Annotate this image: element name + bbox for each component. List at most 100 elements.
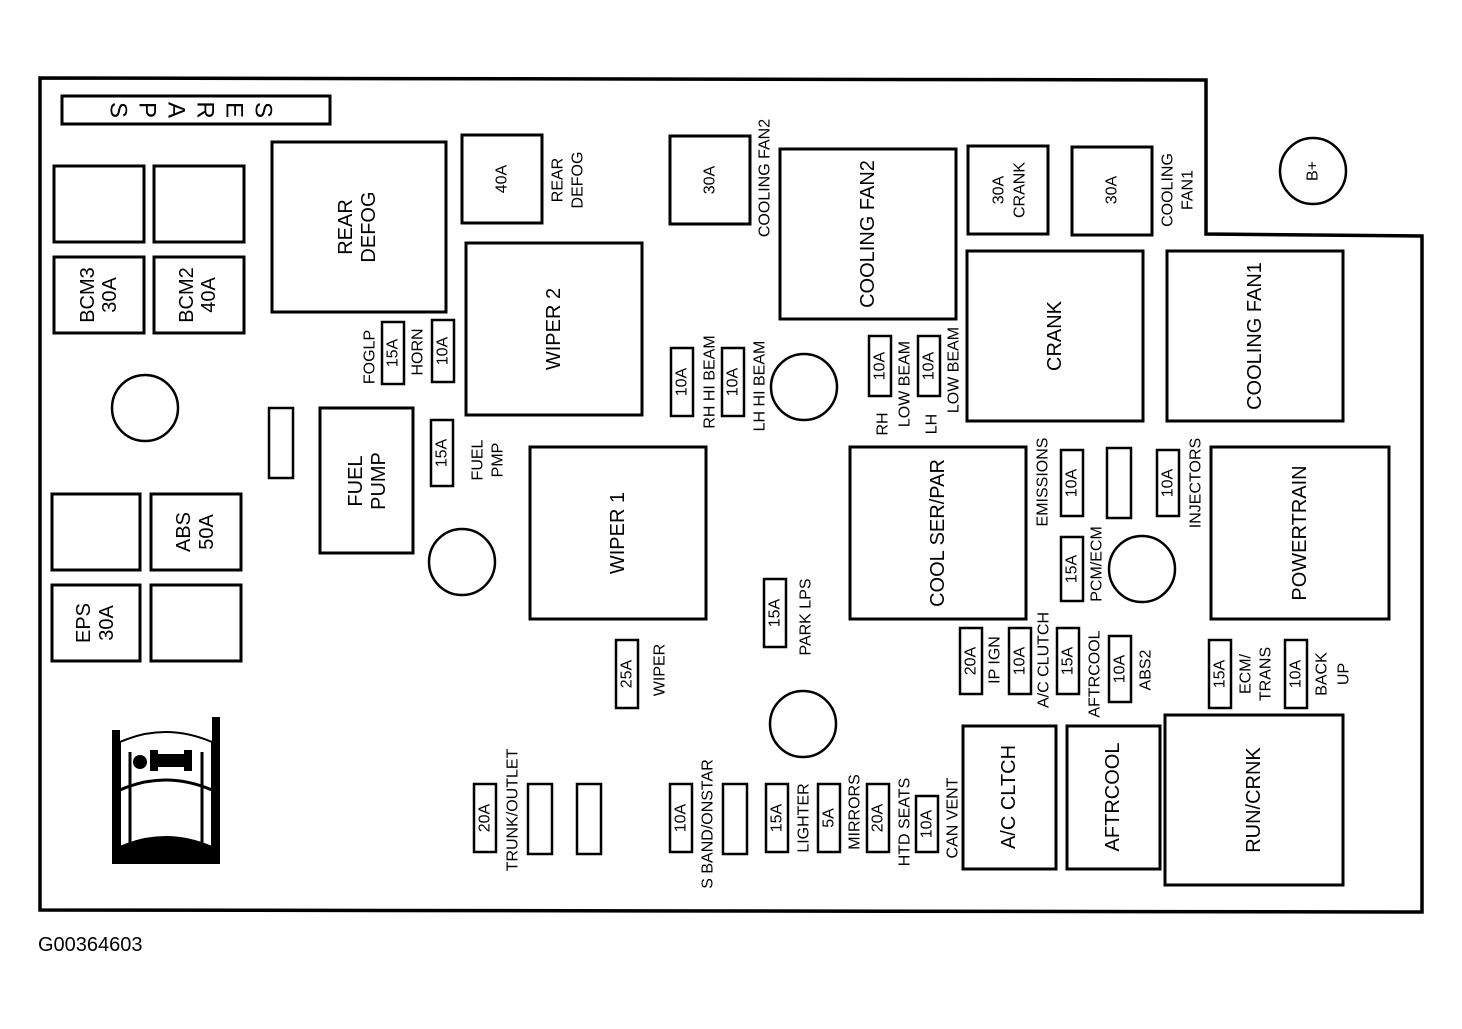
- spare-slot: [1105, 446, 1133, 520]
- ip-ign-label: IP IGN: [987, 636, 1004, 684]
- injectors-fuse-rating: 10A: [1160, 468, 1177, 497]
- rear-defog-relay: REAR DEFOG: [270, 140, 448, 314]
- lh-hi-beam-fuse: 10A: [720, 346, 746, 418]
- wiper-label: WIPER: [652, 644, 669, 696]
- mounting-hole: [768, 689, 838, 759]
- fuel-pmp-fuse: 15A: [429, 418, 455, 488]
- aftrcool-fuse-rating: 15A: [1060, 646, 1077, 675]
- mirrors-fuse-rating: 5A: [821, 808, 838, 828]
- wiper1-relay-label: WIPER 1: [607, 492, 629, 574]
- mounting-hole: [1107, 534, 1177, 604]
- eps-fuse: EPS 30A: [50, 583, 142, 663]
- wiper2-relay: WIPER 2: [464, 241, 644, 417]
- eps-rating: 30A: [96, 605, 118, 641]
- ecm-trans-label: ECM/: [1238, 653, 1255, 694]
- fuel-pmp-fuse-rating: 15A: [434, 438, 451, 467]
- spares-letter: A: [163, 102, 190, 118]
- spares-frame: [60, 94, 332, 126]
- cooling-fan2-fuse-rating: 30A: [702, 165, 719, 194]
- cool-ser-par-relay: COOL SER/PAR: [848, 445, 1028, 621]
- cooling-fan1-relay-label: COOLING FAN1: [1244, 262, 1266, 410]
- abs-label: ABS: [173, 512, 195, 552]
- bcm2-rating: 40A: [198, 277, 220, 313]
- cooling-fan1-relay: COOLING FAN1: [1165, 249, 1345, 423]
- spare-slot: [267, 406, 295, 480]
- rh-low-beam-fuse: 10A: [867, 334, 893, 398]
- rh-hi-beam-fuse-rating: 10A: [674, 367, 691, 396]
- lighter-fuse: 15A: [764, 782, 790, 854]
- can-vent-label: CAN VENT: [945, 777, 962, 858]
- wiper-fuse: 25A: [614, 638, 640, 710]
- htd-seats-fuse: 20A: [865, 782, 891, 854]
- wiper1-relay: WIPER 1: [528, 445, 708, 621]
- cooling-fan2-fuse-label: COOLING FAN2: [757, 119, 774, 237]
- lh-low-beam-fuse: 10A: [916, 334, 942, 398]
- ac-clutch-fuse-rating: 10A: [1012, 646, 1029, 675]
- bcm3-label: BCM3: [77, 267, 99, 323]
- ac-clutch-label: A/C CLUTCH: [1036, 612, 1053, 708]
- abs2-fuse: 10A: [1107, 634, 1133, 704]
- crank-relay-label: CRANK: [1044, 300, 1066, 371]
- emissions-fuse: 10A: [1059, 448, 1085, 518]
- park-lps-fuse: 15A: [762, 577, 788, 649]
- cooling-fan1-fuse-rating: 30A: [1104, 175, 1121, 204]
- rear-defog-relay-label: DEFOG: [358, 191, 380, 262]
- abs2-label: ABS2: [1138, 649, 1155, 690]
- s-band-onstar-fuse: 10A: [668, 782, 694, 854]
- bcm2-label: BCM2: [176, 267, 198, 323]
- injectors-fuse: 10A: [1155, 448, 1181, 518]
- spare-maxi-slot: [149, 583, 243, 663]
- lh-hi-beam-fuse-rating: 10A: [725, 367, 742, 396]
- ecm-trans-label: TRANS: [1258, 647, 1275, 701]
- fuel-pump-relay-label: FUEL: [345, 455, 367, 506]
- back-up-fuse: 10A: [1283, 638, 1309, 710]
- emissions-label: EMISSIONS: [1035, 438, 1052, 527]
- cool-ser-par-relay-label: COOL SER/PAR: [927, 459, 949, 607]
- park-lps-fuse-rating: 15A: [767, 598, 784, 627]
- rh-low-beam-label: LOW BEAM: [897, 341, 914, 427]
- horn-fuse: 10A: [430, 318, 456, 384]
- back-up-label: UP: [1336, 663, 1353, 685]
- run-crank-relay: RUN/CRNK: [1163, 713, 1345, 887]
- s-band-onstar-fuse-rating: 10A: [673, 803, 690, 832]
- bcm2-fuse: BCM2 40A: [152, 255, 246, 335]
- back-up-label: BACK: [1314, 652, 1331, 696]
- park-lps-label: PARK LPS: [798, 578, 815, 655]
- trunk-outlet-label: TRUNK/OUTLET: [505, 748, 522, 871]
- lh-low-beam-label: LOW BEAM: [946, 327, 963, 413]
- cooling-fan1-fuse-label: COOLING: [1160, 153, 1177, 227]
- trunk-outlet-fuse-rating: 20A: [477, 803, 494, 832]
- rh-hi-beam-label: RH HI BEAM: [702, 335, 719, 428]
- ecm-trans-fuse-rating: 15A: [1212, 659, 1229, 688]
- spares-strip: S P A R E S: [60, 94, 332, 126]
- aftrcool-fuse: 15A: [1055, 626, 1081, 696]
- crank-relay: CRANK: [965, 249, 1145, 423]
- b-plus-label: B+: [1305, 161, 1322, 181]
- spares-letter: S: [105, 102, 132, 118]
- cooling-fan1-fuse-label: FAN1: [1180, 170, 1197, 210]
- wiper-fuse-rating: 25A: [619, 659, 636, 688]
- abs-rating: 50A: [196, 514, 218, 550]
- battery-terminal: B+: [1278, 136, 1348, 206]
- crank-fuse-rating: 30A: [991, 175, 1008, 204]
- powertrain-relay-label: POWERTRAIN: [1289, 465, 1311, 600]
- mounting-hole: [769, 352, 839, 422]
- ac-clutch-relay-label: A/C CLTCH: [998, 745, 1020, 849]
- pcm-ecm-fuse: 15A: [1059, 535, 1085, 603]
- fuel-pump-relay-label: PUMP: [368, 452, 390, 510]
- manual-info-icon: [112, 717, 220, 864]
- horn-fuse-rating: 10A: [435, 336, 452, 365]
- spare-maxi-slot: [152, 164, 246, 244]
- rear-defog-fuse-label: REAR: [550, 158, 567, 202]
- run-crank-relay-label: RUN/CRNK: [1243, 747, 1265, 853]
- htd-seats-label: HTD SEATS: [897, 778, 914, 867]
- rh-low-beam-label: RH: [875, 412, 892, 435]
- bcm3-fuse: BCM3 30A: [52, 255, 146, 335]
- foglp-fuse: 15A: [380, 320, 406, 386]
- fuel-pmp-label: FUEL: [470, 439, 487, 480]
- can-vent-fuse: 10A: [914, 794, 940, 854]
- trunk-outlet-fuse: 20A: [472, 782, 498, 854]
- injectors-label: INJECTORS: [1188, 438, 1205, 528]
- spares-letter: P: [134, 102, 161, 118]
